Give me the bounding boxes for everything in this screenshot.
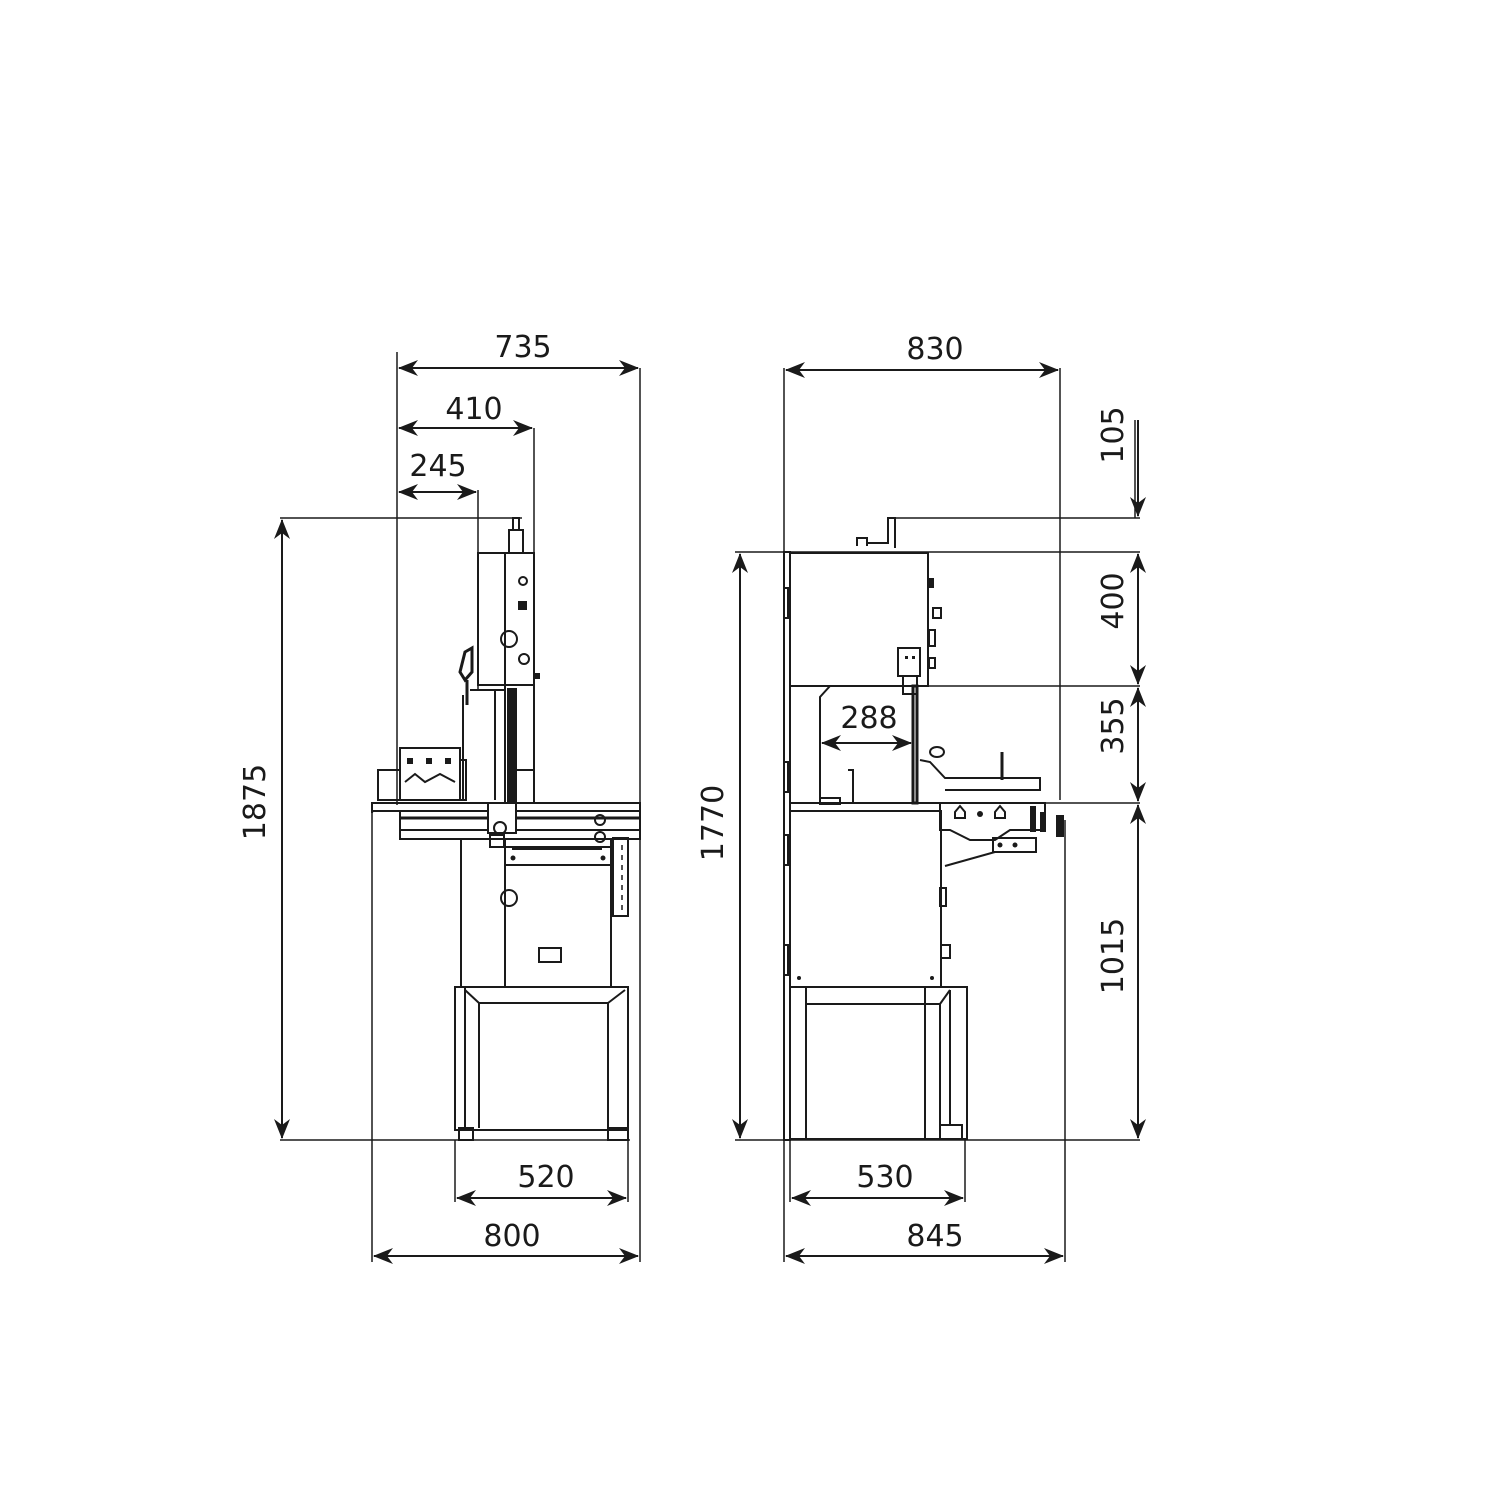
dim-label-288: 288	[840, 701, 897, 736]
dim-label-105: 105	[1096, 406, 1131, 463]
dim-label-355: 355	[1096, 697, 1131, 754]
dim-label-530: 530	[856, 1160, 913, 1195]
front-view: 735 410 245 1875 520 800	[238, 330, 641, 1264]
side-view: 830 105 400 355 1015 1770 288 530 845	[696, 332, 1146, 1264]
dim-label-245: 245	[409, 449, 466, 484]
dim-label-800: 800	[483, 1219, 540, 1254]
dim-label-1770: 1770	[696, 785, 731, 861]
dim-label-400: 400	[1096, 572, 1131, 629]
dim-label-845: 845	[906, 1219, 963, 1254]
dim-label-410: 410	[445, 392, 502, 427]
dim-label-1875: 1875	[238, 764, 273, 840]
dim-label-1015: 1015	[1096, 918, 1131, 994]
dim-label-520: 520	[517, 1160, 574, 1195]
dim-label-830: 830	[906, 332, 963, 367]
dim-label-735: 735	[494, 330, 551, 365]
